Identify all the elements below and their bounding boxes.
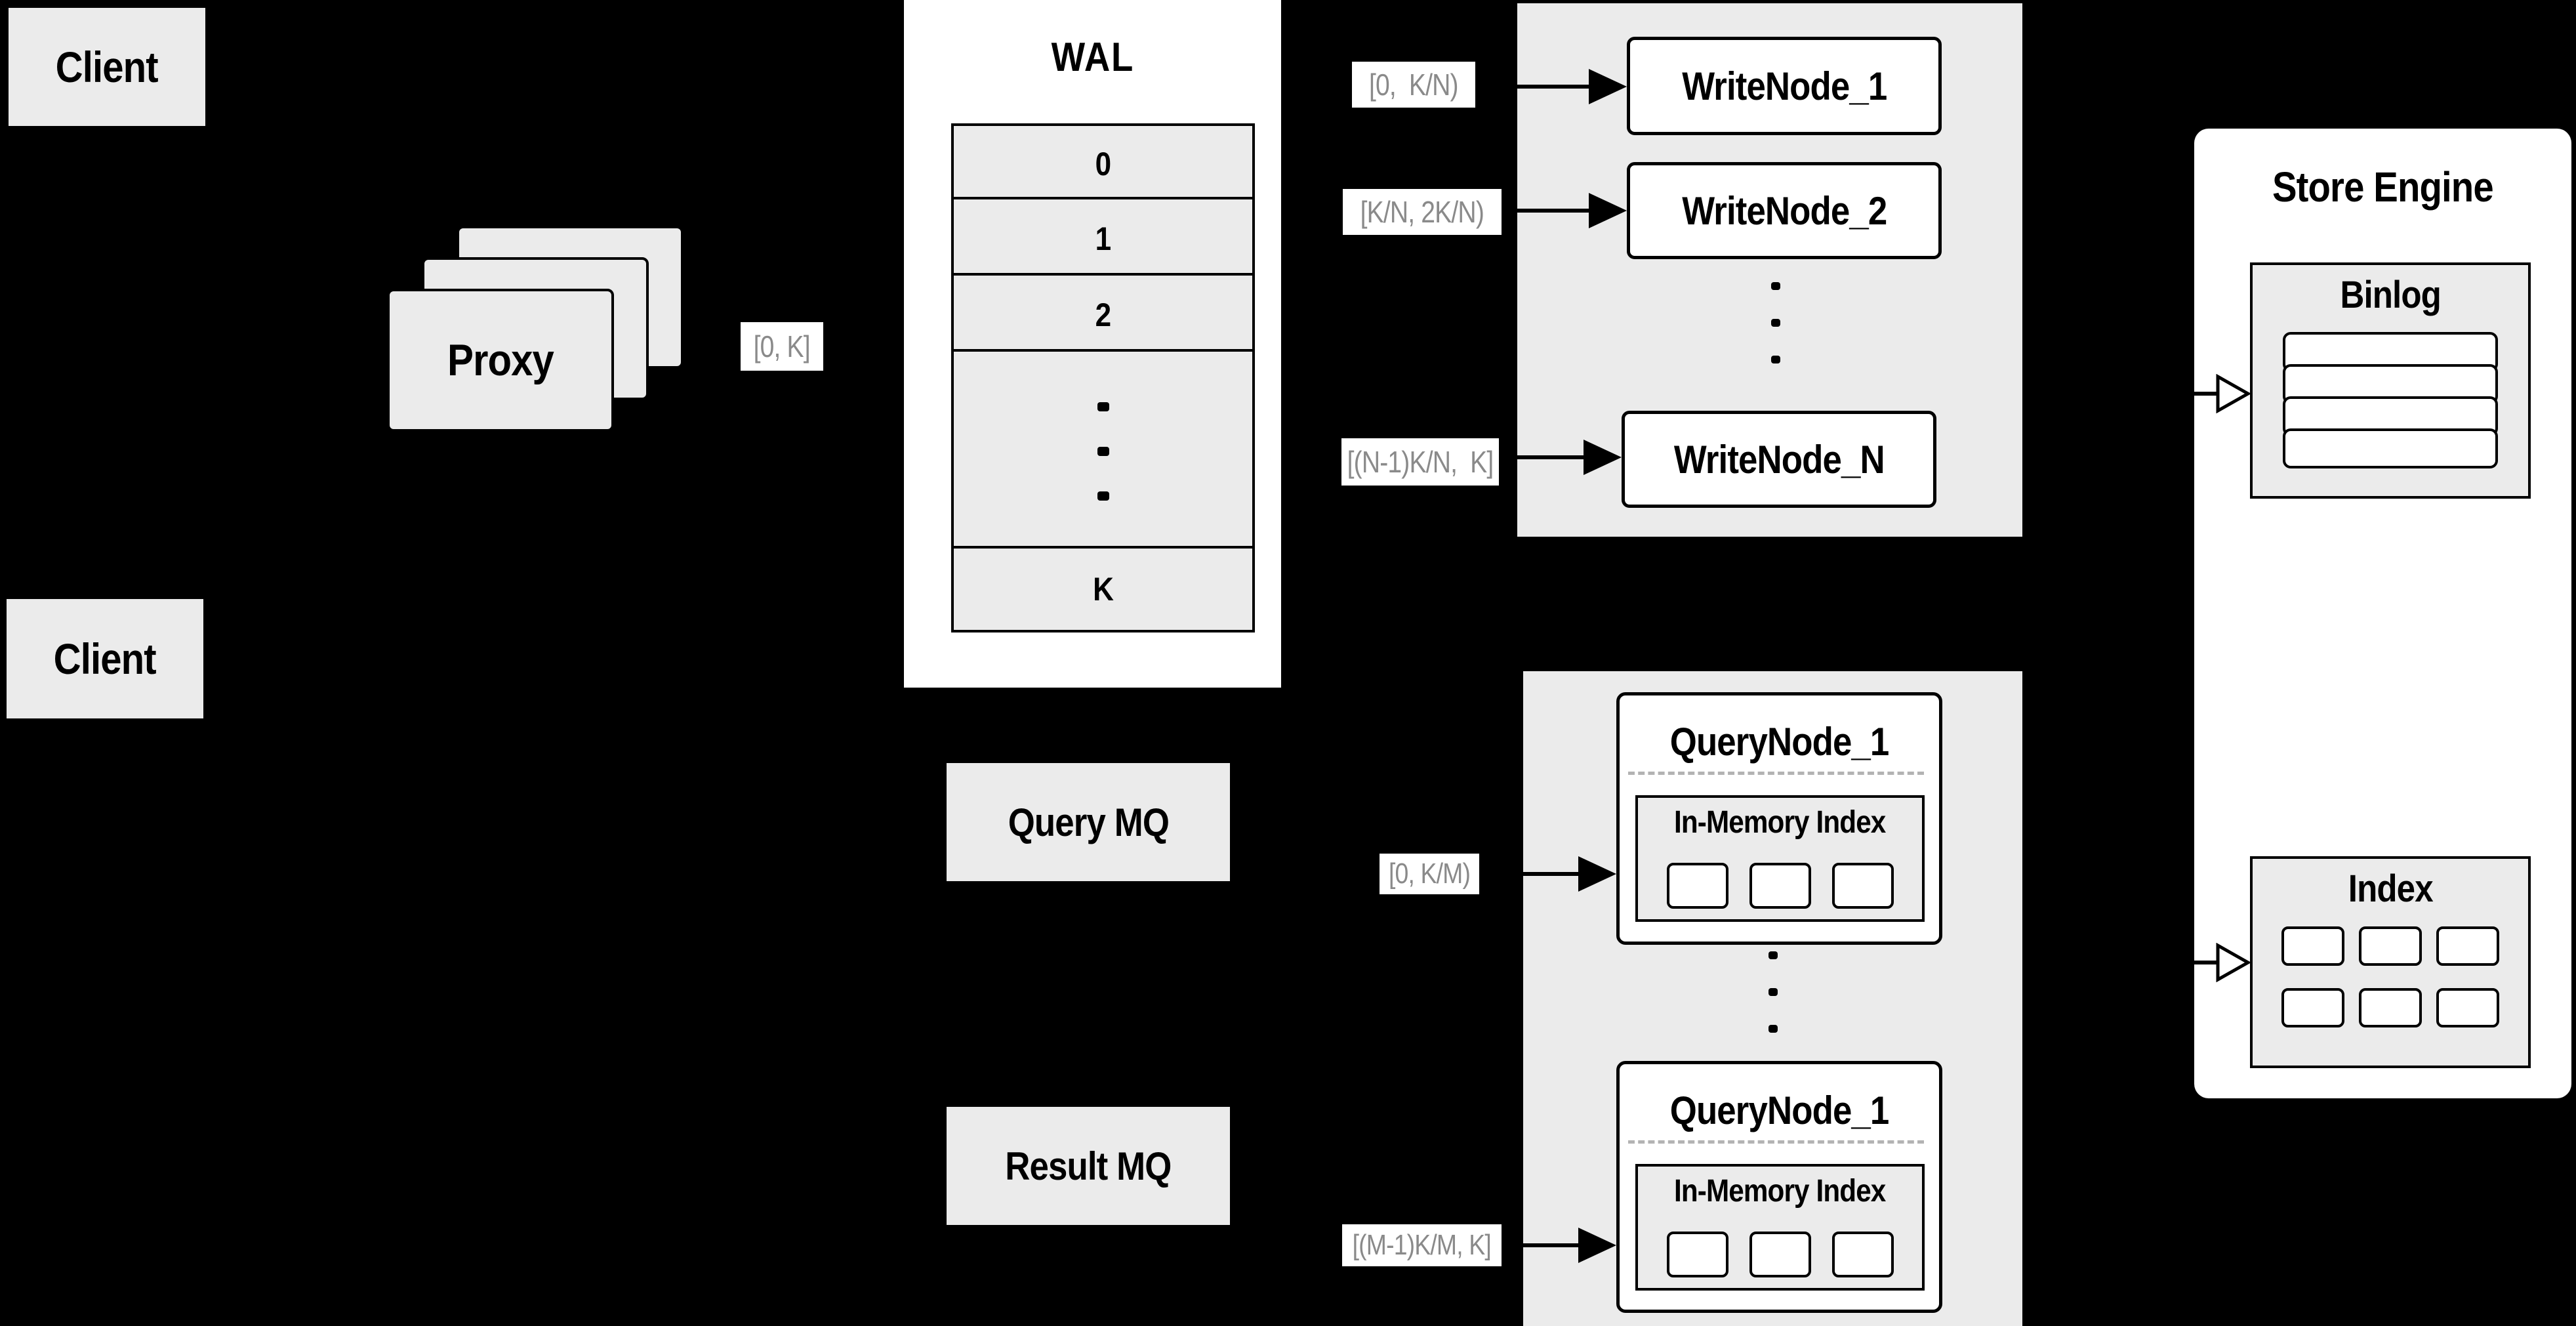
client-top-label: Client: [55, 43, 159, 91]
query-mq-box: Query MQ: [947, 763, 1230, 881]
wal-row-k: K: [951, 546, 1255, 632]
wal-title: WAL: [1051, 34, 1134, 80]
arrowhead-icon: [1578, 856, 1616, 892]
client-box-bottom: Client: [7, 599, 203, 718]
client-box-top: Client: [9, 8, 205, 126]
proxy-label: Proxy: [447, 335, 554, 385]
query-node-title: QueryNode_1: [1669, 720, 1890, 764]
index-segment: [1666, 863, 1728, 909]
range-label-write-1: [0, K/N): [1352, 62, 1475, 108]
wal-row-0: 0: [951, 123, 1255, 205]
vertical-ellipsis-icon: [1097, 402, 1109, 501]
write-node-2: WriteNode_2: [1627, 162, 1942, 259]
index-segment: [2281, 926, 2344, 966]
binlog-title: Binlog: [2340, 274, 2441, 316]
write-node-n: WriteNode_N: [1622, 411, 1936, 508]
binlog-row: [2283, 428, 2498, 468]
index-segment: [2436, 926, 2499, 966]
vertical-ellipsis-icon: [1768, 951, 1778, 1033]
proxy-card-front: Proxy: [387, 289, 614, 432]
index-segment: [2359, 988, 2422, 1027]
wal-row-ellipsis: [951, 349, 1255, 554]
client-bottom-label: Client: [53, 634, 157, 683]
open-arrowhead-icon: [2216, 374, 2250, 413]
range-label-write-2: [K/N, 2K/N): [1343, 189, 1502, 235]
range-label-query-m: [(M-1)K/M, K]: [1342, 1224, 1502, 1266]
query-node-separator: [1628, 1140, 1924, 1144]
index-segments: [1638, 863, 1922, 909]
vertical-ellipsis-icon: [1771, 282, 1780, 363]
in-memory-index-box-top: In-Memory Index: [1635, 795, 1925, 922]
open-arrowhead-icon: [2216, 943, 2250, 982]
index-title: Index: [2348, 867, 2434, 910]
query-node-title: QueryNode_1: [1669, 1088, 1890, 1132]
index-segments: [1638, 1232, 1922, 1277]
index-segment: [2436, 988, 2499, 1027]
index-segment: [1666, 1232, 1728, 1277]
arrow-line: [2194, 961, 2220, 964]
index-segment: [2359, 926, 2422, 966]
index-segment: [2281, 988, 2344, 1027]
range-label-write-n: [(N-1)K/N, K]: [1341, 438, 1499, 486]
index-segment: [1831, 1232, 1894, 1277]
wal-row-1: 1: [951, 197, 1255, 281]
in-memory-index-title: In-Memory Index: [1674, 805, 1886, 840]
range-label-query-1: [0, K/M): [1380, 854, 1479, 894]
arrow-line: [1499, 455, 1585, 459]
arrowhead-icon: [1589, 193, 1627, 228]
query-node-separator: [1628, 772, 1924, 775]
write-node-1: WriteNode_1: [1627, 37, 1942, 135]
arrow-line: [1475, 85, 1590, 89]
arrow-line: [1502, 1243, 1578, 1247]
arrowhead-icon: [1584, 440, 1622, 475]
arrow-line: [1479, 872, 1578, 876]
arrowhead-icon: [1578, 1228, 1616, 1263]
in-memory-index-box-bottom: In-Memory Index: [1635, 1164, 1925, 1291]
index-segment: [1749, 863, 1811, 909]
index-segment: [1749, 1232, 1811, 1277]
arrowhead-icon: [1589, 69, 1627, 104]
in-memory-index-title: In-Memory Index: [1674, 1174, 1886, 1209]
arrow-line: [2194, 392, 2220, 396]
store-engine-title: Store Engine: [2272, 163, 2494, 211]
result-mq-box: Result MQ: [947, 1107, 1230, 1225]
wal-row-2: 2: [951, 273, 1255, 357]
index-segment: [1831, 863, 1894, 909]
range-label-proxy: [0, K]: [741, 322, 823, 371]
arrow-line: [1502, 209, 1590, 213]
